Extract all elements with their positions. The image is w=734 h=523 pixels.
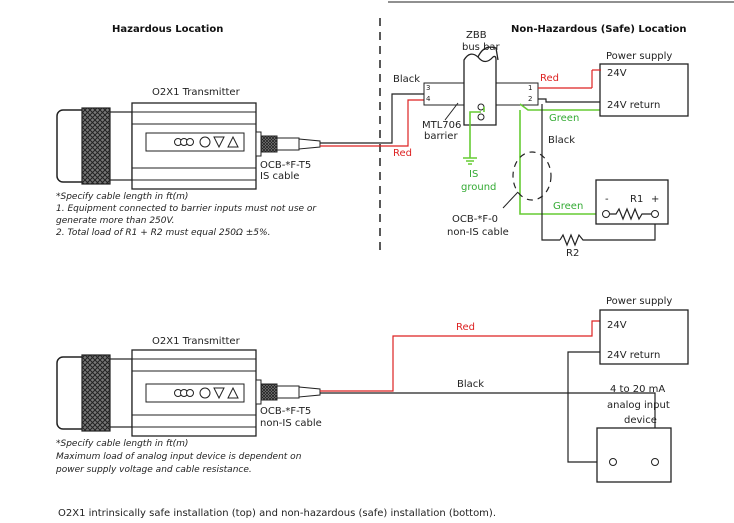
non-is-cable-label: OCB-*F-0 <box>452 214 498 225</box>
non-is-cable-pointer <box>502 191 519 209</box>
terminal-4: 4 <box>426 95 431 103</box>
bottom-cable-label: OCB-*F-T5 <box>260 406 311 417</box>
bottom-black-wire <box>320 392 656 462</box>
bottom-24v-label: 24V <box>607 320 627 331</box>
r1-minus: - <box>605 194 609 205</box>
top-note-1: *Specify cable length in ft(m) <box>56 192 188 202</box>
non-hazardous-location-heading: Non-Hazardous (Safe) Location <box>511 24 687 35</box>
bottom-wire-black-label: Black <box>457 379 484 390</box>
is-ground-wire <box>469 107 485 158</box>
top-wire-green-2-label: Green <box>553 201 583 212</box>
top-green-wire-2 <box>519 110 601 215</box>
analog-device-label-3: device <box>624 415 657 426</box>
non-is-cable-callout <box>512 151 552 201</box>
bottom-red-wire <box>320 320 601 392</box>
top-cable-type: IS cable <box>260 171 299 182</box>
top-wire-green-label: Green <box>549 113 579 124</box>
top-power-supply-label: Power supply <box>606 51 672 62</box>
top-note-3: generate more than 250V. <box>56 216 174 226</box>
top-note-4: 2. Total load of R1 + R2 must equal 250Ω… <box>56 228 270 238</box>
top-red-wire <box>320 99 424 147</box>
bottom-note-2: Maximum load of analog input device is d… <box>56 452 302 462</box>
triangle-up-icon <box>227 135 239 148</box>
r2-label: R2 <box>566 248 579 259</box>
r1-label: R1 <box>630 194 643 205</box>
button-circle-icon <box>199 136 211 148</box>
top-black-wire-to-return <box>538 98 601 103</box>
top-transmitter <box>56 102 257 190</box>
hazardous-location-heading: Hazardous Location <box>112 24 223 35</box>
top-black-wire <box>320 93 424 144</box>
is-ground-label-2: ground <box>461 182 496 193</box>
top-wire-red-right-label: Red <box>540 73 559 84</box>
terminal-1: 1 <box>528 84 532 92</box>
figure-caption: O2X1 intrinsically safe installation (to… <box>58 508 496 519</box>
bottom-24v-return-label: 24V return <box>607 350 660 361</box>
non-is-cable-type: non-IS cable <box>447 227 509 238</box>
top-wire-black-label: Black <box>393 74 420 85</box>
top-24v-return-label: 24V return <box>607 100 660 111</box>
r2-resistor <box>559 215 656 247</box>
zbb-bus-bar <box>477 46 499 61</box>
triangle-down-icon <box>213 136 225 149</box>
top-wire-black-right-label: Black <box>548 135 575 146</box>
bus-bar-label: ZBB <box>466 30 487 41</box>
analog-device-label: 4 to 20 mA <box>610 384 665 395</box>
bottom-transmitter-label: O2X1 Transmitter <box>152 336 241 347</box>
r1-plus: + <box>651 194 659 205</box>
r1-resistor <box>610 207 651 221</box>
is-ground-label: IS <box>469 169 478 180</box>
top-transmitter-label: O2X1 Transmitter <box>152 87 241 98</box>
analog-input-device <box>596 427 672 483</box>
bottom-note-3: power supply voltage and cable resistanc… <box>55 465 252 475</box>
top-wire-red-label: Red <box>393 148 412 159</box>
analog-device-label-2: analog input <box>607 400 670 411</box>
bottom-return-wire <box>567 351 610 463</box>
bottom-cable-connector <box>255 379 321 405</box>
bottom-note-1: *Specify cable length in ft(m) <box>56 439 188 449</box>
bottom-power-supply <box>599 309 689 365</box>
bottom-power-supply-label: Power supply <box>606 296 672 307</box>
bottom-cable-type: non-IS cable <box>260 418 322 429</box>
top-note-2: 1. Equipment connected to barrier inputs… <box>56 204 317 214</box>
bottom-wire-red-label: Red <box>456 322 475 333</box>
bus-bar-label-2: bus bar <box>462 42 501 53</box>
top-power-supply <box>599 63 689 117</box>
barrier-label: MTL706 <box>422 120 461 131</box>
top-cable-label: OCB-*F-T5 <box>260 160 311 171</box>
mtl706-barrier <box>463 53 497 126</box>
top-24v-label: 24V <box>607 68 627 79</box>
barrier-label-2: barrier <box>424 131 458 142</box>
terminal-3: 3 <box>426 84 430 92</box>
top-cable-connector <box>255 131 321 157</box>
barrier-pointer <box>444 102 459 121</box>
terminal-2: 2 <box>528 95 532 103</box>
bottom-transmitter <box>56 349 257 437</box>
top-green-wire-1 <box>519 103 601 111</box>
top-black-wire-to-r2 <box>541 104 560 241</box>
